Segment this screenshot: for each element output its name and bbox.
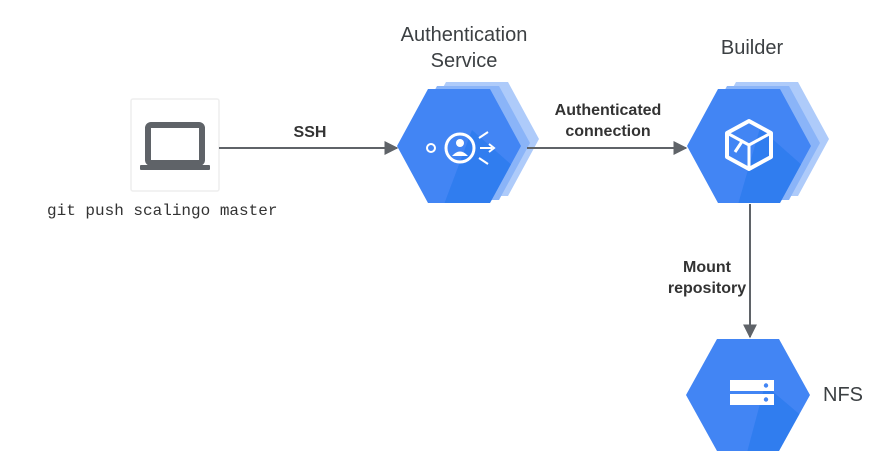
client-card [130,98,220,192]
builder-node: Builder [687,37,829,203]
client-node: git push scalingo master [47,98,277,220]
mount-label-line2: repository [668,280,746,297]
auth-service-node: Authentication Service [397,24,539,203]
identity-aware-proxy-icon [426,131,496,165]
nfs-node: NFS [686,339,863,451]
cube-box-icon [725,119,773,171]
ssh-label: SSH [294,124,327,141]
authenticated-label-line2: connection [565,123,650,140]
builder-title: Builder [721,37,784,59]
laptop-icon [140,122,210,170]
authenticated-label-line1: Authenticated [555,102,662,119]
edge-authenticated: Authenticated connection [527,102,688,155]
client-caption: git push scalingo master [47,202,277,220]
edge-ssh: SSH [219,124,399,155]
auth-title-line2: Service [431,50,498,72]
storage-server-icon [730,380,774,405]
mount-label-line1: Mount [683,259,732,276]
nfs-title: NFS [823,384,863,406]
edge-mount: Mount repository [668,204,757,339]
auth-title-line1: Authentication [401,24,528,46]
